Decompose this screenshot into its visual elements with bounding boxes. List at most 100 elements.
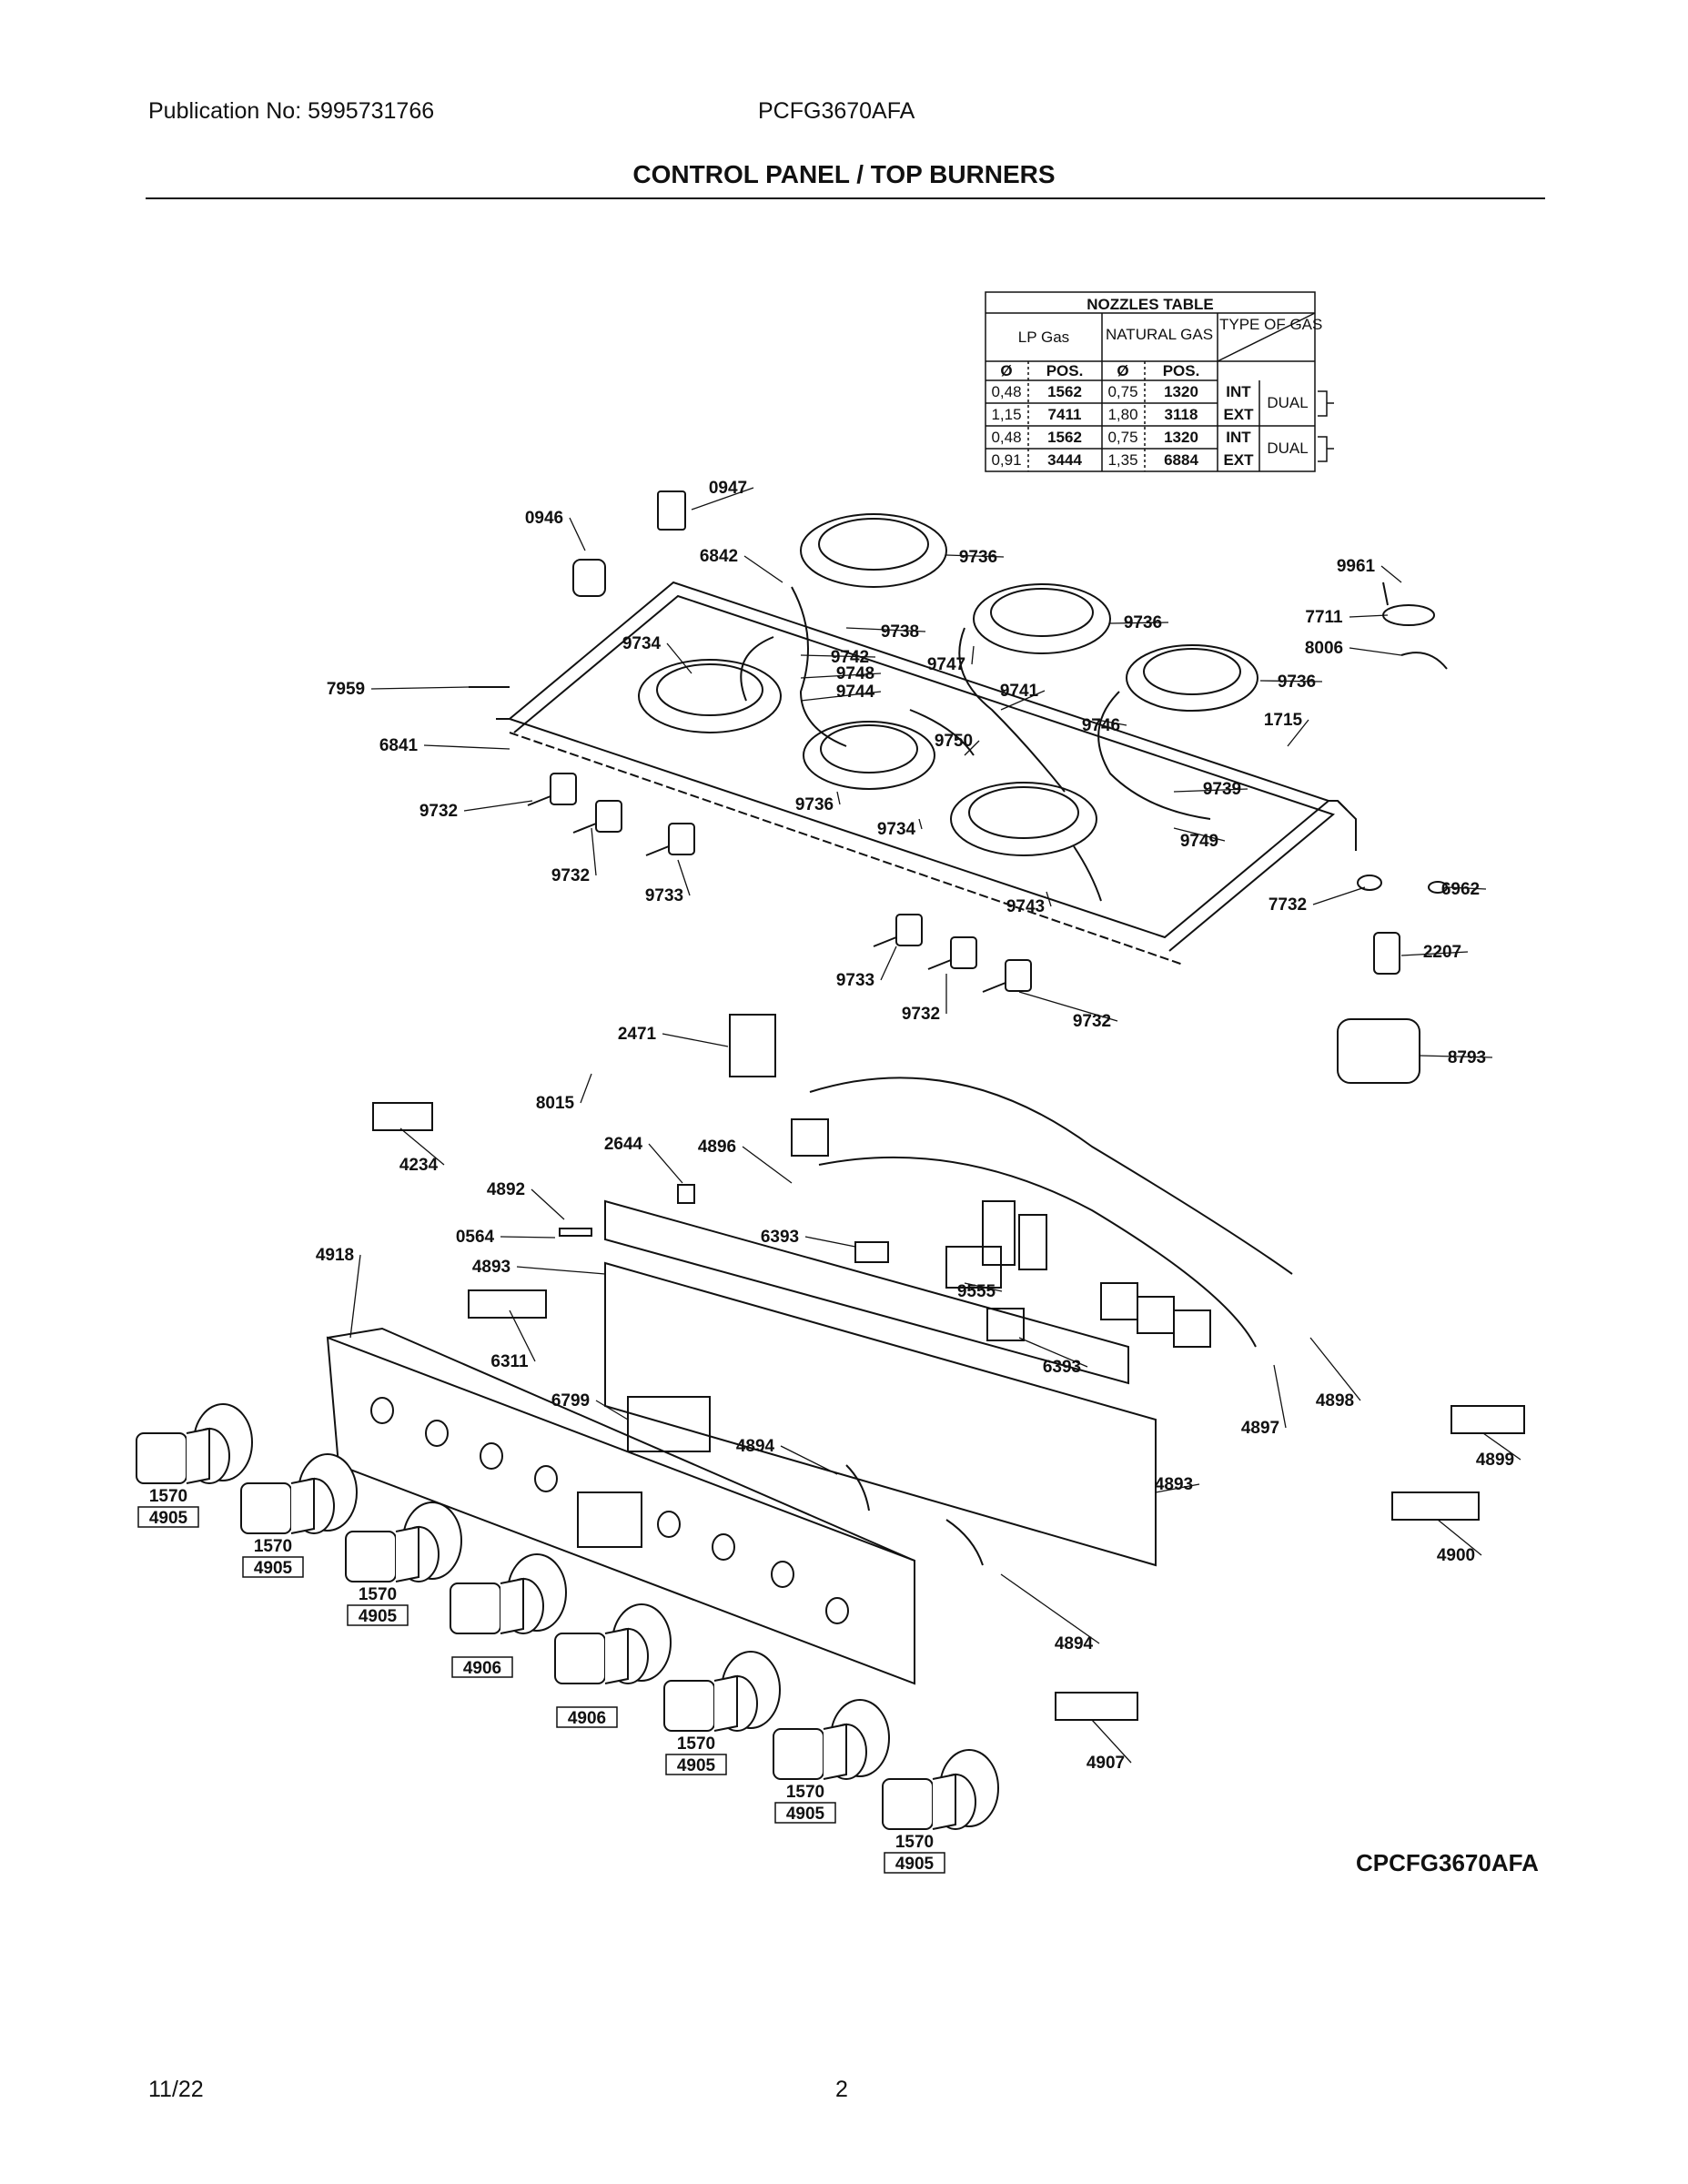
natural-gas-header: NATURAL GAS (1106, 326, 1213, 343)
small-parts (372, 490, 1525, 1721)
leader-0947 (691, 487, 754, 511)
leader-7732 (1312, 886, 1366, 905)
nozzle-cell-lp-d: 0,48 (991, 383, 1021, 400)
leader-4893 (1155, 1483, 1200, 1493)
nozzle-cell-ng-d: 0,75 (1107, 383, 1137, 400)
callout-9742: 9742 (831, 648, 869, 667)
callout-spring-8: 1570 (895, 1833, 934, 1852)
leader-9961 (1380, 565, 1402, 583)
leader-9748 (800, 672, 882, 679)
callout-6841: 6841 (379, 736, 419, 755)
control-panel (326, 1077, 1293, 1685)
leader-7711 (1349, 614, 1389, 618)
leader-9736 (1109, 622, 1169, 624)
leader-4896 (742, 1146, 793, 1184)
leader-9747 (971, 645, 975, 665)
leader-9736 (1259, 680, 1323, 682)
leader-8015 (580, 1073, 592, 1104)
leader-9732 (1018, 991, 1118, 1022)
callout-6842: 6842 (700, 547, 738, 566)
callout-9736: 9736 (959, 548, 997, 567)
leader-4894 (780, 1445, 838, 1475)
callout-9748: 9748 (836, 664, 874, 683)
callout-6393: 6393 (1043, 1358, 1081, 1377)
nozzle-cell-lp-pos: 3444 (1047, 451, 1082, 469)
nozzle-cell-ng-d: 1,80 (1107, 406, 1137, 423)
leader-0946 (569, 517, 586, 551)
knobs (136, 1403, 999, 1874)
callout-7732: 7732 (1269, 895, 1307, 915)
nozzle-cell-ring: EXT (1223, 451, 1254, 469)
burner-heads (638, 513, 1258, 856)
burner-type-1: DUAL (1267, 394, 1308, 411)
nozzle-cell-ng-pos: 1320 (1164, 383, 1198, 400)
leader-4907 (1091, 1719, 1132, 1764)
leader-8793 (1419, 1055, 1493, 1058)
callout-4893: 4893 (472, 1258, 510, 1277)
leader-6393 (804, 1236, 856, 1248)
leader-9733 (880, 945, 897, 981)
leader-9734 (666, 642, 692, 674)
callout-9747: 9747 (927, 655, 965, 674)
leader-8006 (1349, 647, 1402, 656)
cooktop-frame (496, 581, 1357, 966)
burner-knob-4 (450, 1553, 567, 1678)
leader-4918 (349, 1254, 361, 1339)
callout-spring-7: 1570 (786, 1783, 824, 1802)
leader-6962 (1446, 886, 1487, 890)
leader-9750 (964, 740, 980, 756)
callout-7711: 7711 (1305, 608, 1343, 627)
leader-9732 (591, 827, 597, 876)
callout-9732: 9732 (419, 802, 458, 821)
callout-7959: 7959 (327, 680, 365, 699)
nozzle-cell-lp-d: 0,91 (991, 451, 1021, 469)
callout-4898: 4898 (1316, 1391, 1354, 1410)
nozzle-cell-lp-pos: 1562 (1047, 429, 1082, 446)
callout-9743: 9743 (1006, 897, 1045, 916)
nozzle-cell-lp-d: 0,48 (991, 429, 1021, 446)
leader-9733 (677, 859, 691, 896)
leader-9736 (836, 791, 841, 805)
callout-9734: 9734 (622, 634, 662, 653)
leader-9738 (845, 627, 926, 632)
leader-6393 (1018, 1337, 1088, 1368)
leader-9736 (945, 554, 1005, 558)
lp-pos-header: POS. (1046, 362, 1084, 379)
callout-4897: 4897 (1241, 1419, 1279, 1438)
leader-4898 (1309, 1337, 1361, 1401)
callout-9744: 9744 (836, 682, 875, 702)
burner-knob-2 (240, 1453, 358, 1578)
revision-date: 11/22 (148, 2077, 204, 2102)
callout-knob-1: 4905 (149, 1509, 188, 1528)
valves (527, 773, 1032, 993)
burner-knob-6 (663, 1651, 781, 1775)
callout-knob-2: 4905 (254, 1559, 293, 1578)
callout-knob-6: 4905 (677, 1756, 716, 1775)
callout-6393: 6393 (761, 1228, 799, 1247)
callout-9736: 9736 (1124, 613, 1162, 632)
leader-6311 (509, 1309, 536, 1362)
type-of-gas-header: TYPE OF GAS (1219, 316, 1322, 333)
callout-6311: 6311 (490, 1352, 529, 1371)
callout-9739: 9739 (1203, 780, 1241, 799)
callout-0946: 0946 (525, 509, 563, 528)
callout-9555: 9555 (957, 1282, 996, 1301)
callout-4907: 4907 (1087, 1754, 1125, 1773)
leader-4897 (1273, 1364, 1287, 1429)
callout-9741: 9741 (1000, 682, 1039, 701)
callout-9732: 9732 (902, 1005, 940, 1024)
nozzles-table-title: NOZZLES TABLE (1087, 296, 1213, 313)
nozzle-cell-ring: EXT (1223, 406, 1254, 423)
callout-9961: 9961 (1337, 557, 1376, 576)
callout-4234: 4234 (399, 1156, 439, 1175)
callout-9733: 9733 (645, 886, 683, 905)
callout-9733: 9733 (836, 971, 874, 990)
callout-0947: 0947 (709, 479, 747, 498)
callout-9738: 9738 (881, 622, 919, 642)
callout-4899: 4899 (1476, 1451, 1514, 1470)
leader-4894 (1000, 1573, 1100, 1644)
callout-4900: 4900 (1437, 1546, 1475, 1565)
leader-9743 (1046, 891, 1052, 907)
